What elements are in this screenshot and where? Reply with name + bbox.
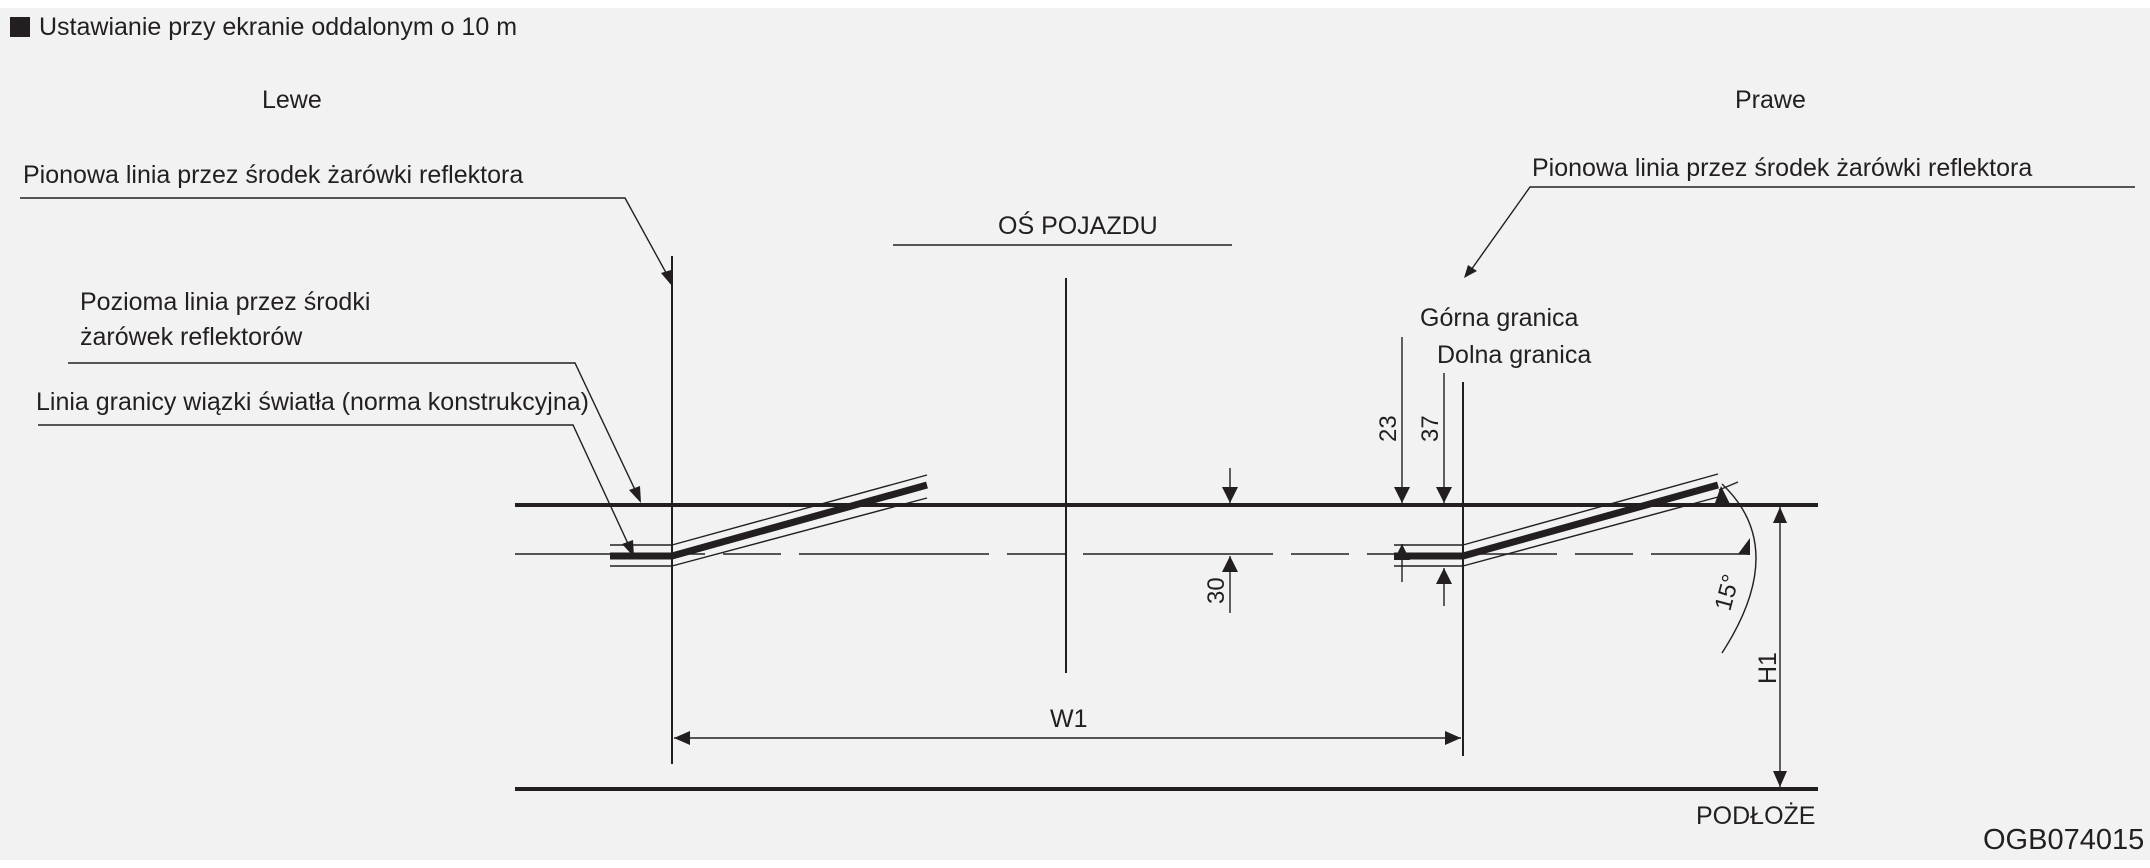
angle-15-degree-arc — [1721, 483, 1757, 654]
angle-15-degree-upper-arrowhead — [1715, 486, 1731, 506]
image-code: OGB074015 — [1983, 824, 2144, 856]
dimension-30-upper-arrowhead — [1222, 487, 1238, 503]
lower-limit-label: Dolna granica — [1437, 341, 1591, 369]
dimension-w1: W1 — [674, 705, 1461, 745]
title-bullet-icon — [10, 17, 30, 37]
dimension-30: 30 — [1203, 468, 1238, 613]
diagram-title: Ustawianie przy ekranie oddalonym o 10 m — [39, 13, 517, 41]
left-beam-lower-edge-slope — [671, 497, 928, 567]
dimension-h1-top-arrowhead — [1773, 507, 1787, 523]
dimension-h1-label: H1 — [1754, 652, 1782, 684]
dimension-w1-right-arrowhead — [1445, 731, 1461, 745]
dimension-23-lower-arrowhead — [1394, 544, 1410, 560]
dimension-37-lower-arrowhead — [1436, 568, 1452, 584]
horizontal-line-label-line2: żarówek reflektorów — [80, 323, 303, 351]
dimension-w1-label: W1 — [1050, 705, 1088, 733]
vehicle-axis-label: OŚ POJAZDU — [998, 210, 1158, 240]
vertical-line-right-arrowhead — [1464, 265, 1477, 278]
right-beam-cutoff-slope — [1462, 481, 1719, 560]
right-beam-pattern — [1394, 473, 1719, 567]
vertical-line-right-label: Pionowa linia przez środek żarówki refle… — [1532, 154, 2032, 182]
horizontal-line-arrowhead — [629, 486, 641, 503]
dimension-30-lower-arrowhead — [1222, 556, 1238, 572]
left-side-label: Lewe — [262, 86, 322, 114]
dimension-w1-left-arrowhead — [674, 731, 690, 745]
dimension-h1: H1 — [1754, 507, 1787, 787]
right-side-label: Prawe — [1735, 86, 1806, 114]
horizontal-line-leader — [68, 362, 638, 495]
vertical-line-left-leader — [20, 197, 671, 281]
dimension-h1-bottom-arrowhead — [1773, 771, 1787, 787]
angle-15-degree-lower-arrowhead — [1738, 538, 1750, 555]
dimension-37-label: 37 — [1417, 415, 1444, 442]
vertical-line-left-label: Pionowa linia przez środek żarówki refle… — [23, 161, 523, 189]
dimension-30-label: 30 — [1203, 577, 1230, 604]
left-beam-pattern — [610, 474, 928, 567]
dimension-37-upper-arrowhead — [1436, 487, 1452, 503]
diagram-panel — [0, 8, 2150, 860]
horizontal-line-label-line1: Pozioma linia przez środki — [80, 288, 370, 316]
ground-label: PODŁOŻE — [1696, 801, 1815, 830]
dimension-23: 23 — [1375, 337, 1410, 582]
dimension-37: 37 — [1417, 373, 1452, 606]
vertical-line-right-leader — [1470, 186, 2135, 271]
dimension-23-label: 23 — [1375, 415, 1402, 442]
left-beam-cutoff-slope — [671, 481, 928, 560]
right-beam-upper-edge-slope — [1462, 473, 1719, 546]
vertical-line-left-arrowhead — [661, 270, 672, 286]
left-beam-upper-edge-slope — [671, 474, 928, 546]
right-beam-lower-edge-slope — [1462, 496, 1719, 567]
upper-limit-label: Górna granica — [1420, 304, 1579, 332]
dimension-23-upper-arrowhead — [1394, 487, 1410, 503]
cutoff-line-label: Linia granicy wiązki światła (norma kons… — [36, 388, 589, 416]
